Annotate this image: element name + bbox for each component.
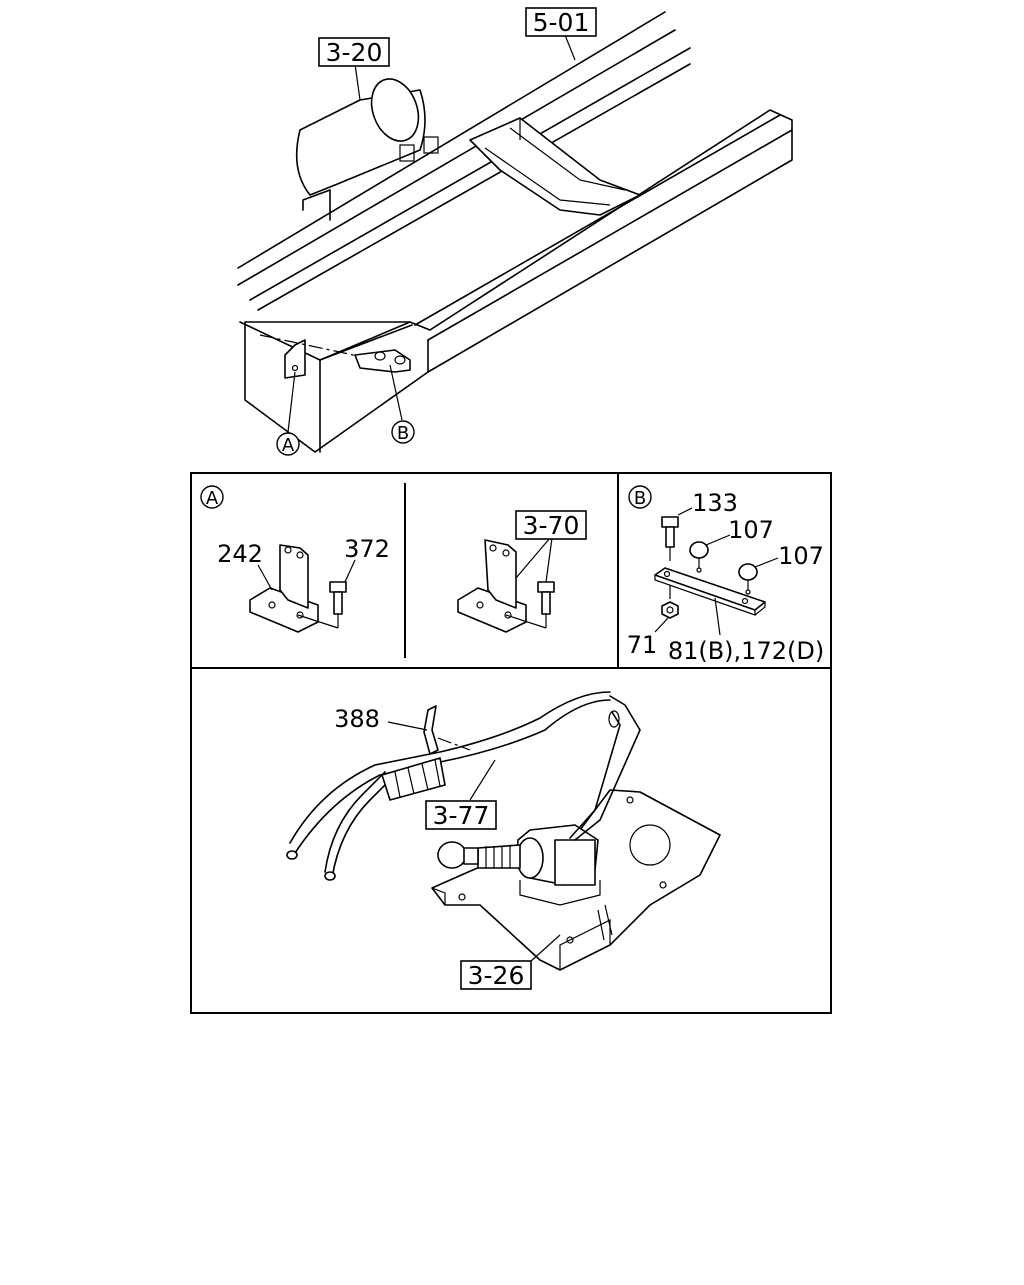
ref-3-70-label: 3-70 — [523, 511, 580, 540]
bracket-242-illustration — [249, 544, 319, 633]
ref-box-3-77[interactable]: 3-77 — [425, 800, 497, 830]
callout-b[interactable]: B — [391, 420, 415, 444]
ref-frame-label: 5-01 — [533, 8, 590, 37]
ref-3-26-label: 3-26 — [468, 961, 525, 990]
ref-tank-label: 3-20 — [326, 38, 383, 67]
label-nut-71[interactable]: 71 — [627, 631, 658, 659]
label-clip-388[interactable]: 388 — [334, 705, 380, 733]
plate-illustration — [654, 567, 766, 636]
callout-a[interactable]: A — [276, 432, 300, 456]
panel-a-badge — [200, 485, 224, 509]
label-bracket-242[interactable]: 242 — [217, 540, 263, 568]
panel-bottom: 388 3-77 3-26 — [286, 691, 721, 990]
callout-b-label: B — [397, 423, 409, 444]
clip-107-a-illustration — [689, 534, 731, 573]
ref-box-3-26[interactable]: 3-26 — [460, 960, 532, 990]
ref-3-77-label: 3-77 — [433, 801, 490, 830]
label-bolt-372[interactable]: 372 — [344, 535, 390, 563]
panel-b-badge-label: B — [634, 488, 646, 509]
ref-box-frame[interactable]: 5-01 — [525, 7, 597, 37]
ref-box-3-70[interactable]: 3-70 — [515, 510, 587, 540]
panel-b: B — [627, 485, 824, 665]
callout-a-label: A — [282, 435, 295, 456]
label-clip-107-a[interactable]: 107 — [728, 516, 774, 544]
bracket-alt-illustration — [457, 537, 555, 633]
bolt-372-illustration — [297, 581, 347, 630]
chassis-frame-illustration — [237, 11, 793, 453]
label-plate-81b-172d[interactable]: 81(B),172(D) — [668, 637, 824, 665]
ref-box-tank[interactable]: 3-20 — [318, 37, 390, 67]
detail-frame — [190, 472, 832, 1014]
bolt-133-illustration — [661, 507, 693, 565]
panel-b-badge — [628, 485, 652, 509]
clip-107-b-illustration — [738, 557, 779, 595]
pump-hose-illustration — [286, 691, 721, 971]
nut-71-illustration — [654, 585, 679, 633]
panel-a-badge-label: A — [206, 488, 219, 509]
panel-a: A 242 372 — [200, 485, 587, 633]
label-clip-107-b[interactable]: 107 — [778, 542, 824, 570]
label-bolt-133[interactable]: 133 — [692, 489, 738, 517]
